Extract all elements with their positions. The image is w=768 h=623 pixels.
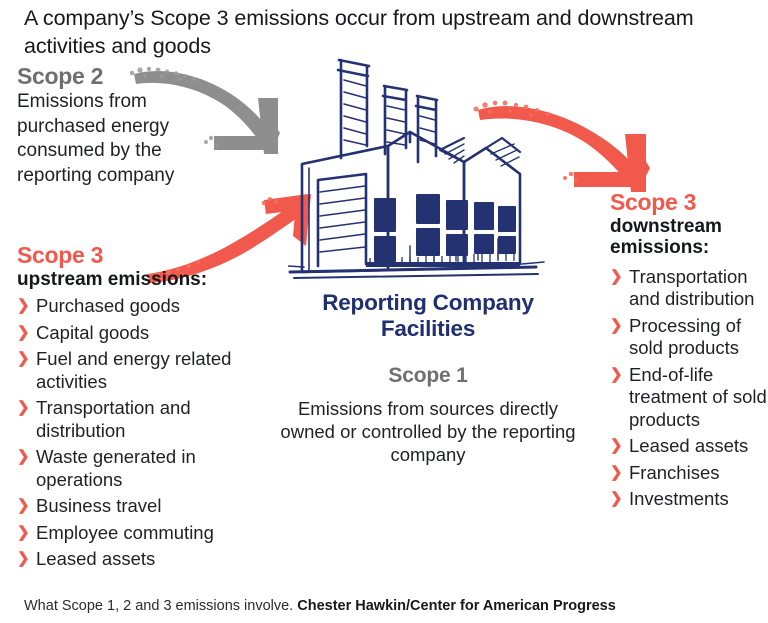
scope2-block: Scope 2 Emissions from purchased energy … <box>17 64 227 188</box>
list-item: Transportation and distribution <box>610 266 768 311</box>
list-item: Franchises <box>610 462 768 485</box>
scope3-downstream-list: Transportation and distributionProcessin… <box>610 266 768 511</box>
caption-credit: Chester Hawkin/Center for American Progr… <box>297 598 616 614</box>
scope1-heading: Scope 1 <box>388 364 468 387</box>
scope1-body: Emissions from sources directly owned or… <box>280 398 576 465</box>
caption-text: What Scope 1, 2 and 3 emissions involve. <box>24 598 294 614</box>
list-item: Capital goods <box>17 322 267 345</box>
scope3-upstream-heading: Scope 3 <box>17 242 104 268</box>
list-item: Purchased goods <box>17 295 267 318</box>
scope3-upstream-subheading: upstream emissions: <box>17 269 208 291</box>
list-item: Fuel and energy related activities <box>17 348 267 393</box>
list-item: Leased assets <box>610 435 768 458</box>
list-item: Employee commuting <box>17 522 267 545</box>
page-title: A company’s Scope 3 emissions occur from… <box>24 6 694 58</box>
center-captions: Reporting Company Facilities Scope 1 Emi… <box>278 290 578 466</box>
list-item: End-of-life treatment of sold products <box>610 364 768 432</box>
scope3-downstream-subheading: downstream emissions: <box>610 216 722 259</box>
scope2-arrow-icon <box>129 66 280 154</box>
source-caption: What Scope 1, 2 and 3 emissions involve.… <box>24 597 754 615</box>
scope3-upstream-list: Purchased goodsCapital goodsFuel and ene… <box>17 295 267 571</box>
scope2-heading: Scope 2 <box>17 63 104 89</box>
scope3-upstream-block: Scope 3 upstream emissions: Purchased go… <box>17 243 267 575</box>
list-item: Investments <box>610 488 768 511</box>
list-item: Transportation and distribution <box>17 397 267 442</box>
scope3-downstream-block: Scope 3 downstream emissions: Transporta… <box>610 190 768 515</box>
scope3-downstream-heading: Scope 3 <box>610 189 697 215</box>
reporting-company-title: Reporting Company Facilities <box>322 290 534 341</box>
factory-illustration <box>288 58 545 279</box>
list-item: Waste generated in operations <box>17 446 267 491</box>
list-item: Processing of sold products <box>610 315 768 360</box>
scope2-body: Emissions from purchased energy consumed… <box>17 91 175 186</box>
list-item: Leased assets <box>17 548 267 571</box>
list-item: Business travel <box>17 495 267 518</box>
downstream-arrow-icon <box>473 100 650 192</box>
